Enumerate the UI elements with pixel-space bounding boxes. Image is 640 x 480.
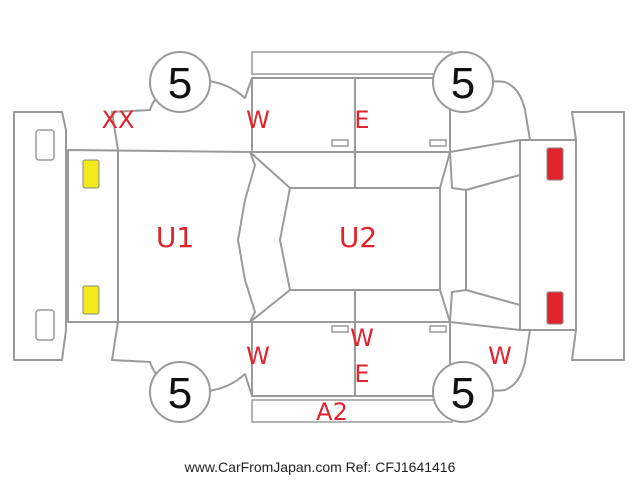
- tire-front-left: 5: [149, 51, 211, 113]
- svg-text:5: 5: [168, 59, 192, 108]
- reference-footer: www.CarFromJapan.com Ref: CFJ1641416: [184, 459, 456, 475]
- damage-mark-rear-door-bottom-2: E: [354, 360, 369, 388]
- front-lamp-right: [82, 285, 100, 315]
- damage-mark-rear-corner-bottom: W: [488, 342, 512, 370]
- damage-mark-roof-front: U1: [156, 221, 194, 254]
- damage-mark-roof-rear: U2: [339, 221, 377, 254]
- rear-bumper: [519, 111, 625, 361]
- svg-text:5: 5: [451, 369, 475, 418]
- rear-lamp-right: [546, 291, 564, 325]
- svg-text:5: 5: [168, 369, 192, 418]
- damage-mark-front-corner-top: XX: [102, 106, 135, 134]
- damage-mark-front-door-bottom: W: [246, 342, 270, 370]
- damage-mark-rocker-bottom: A2: [316, 398, 348, 426]
- tire-rear-right: 5: [432, 361, 494, 423]
- damage-mark-front-door-top: W: [246, 106, 270, 134]
- vehicle-body-outline: [67, 139, 521, 331]
- tire-front-right: 5: [149, 361, 211, 423]
- svg-text:5: 5: [451, 59, 475, 108]
- damage-mark-rear-door-top: E: [354, 106, 369, 134]
- front-bumper: [13, 111, 67, 361]
- front-lamp-left: [82, 159, 100, 189]
- rear-lamp-left: [546, 147, 564, 181]
- damage-mark-rear-door-bottom-1: W: [350, 324, 374, 352]
- tire-rear-left: 5: [432, 51, 494, 113]
